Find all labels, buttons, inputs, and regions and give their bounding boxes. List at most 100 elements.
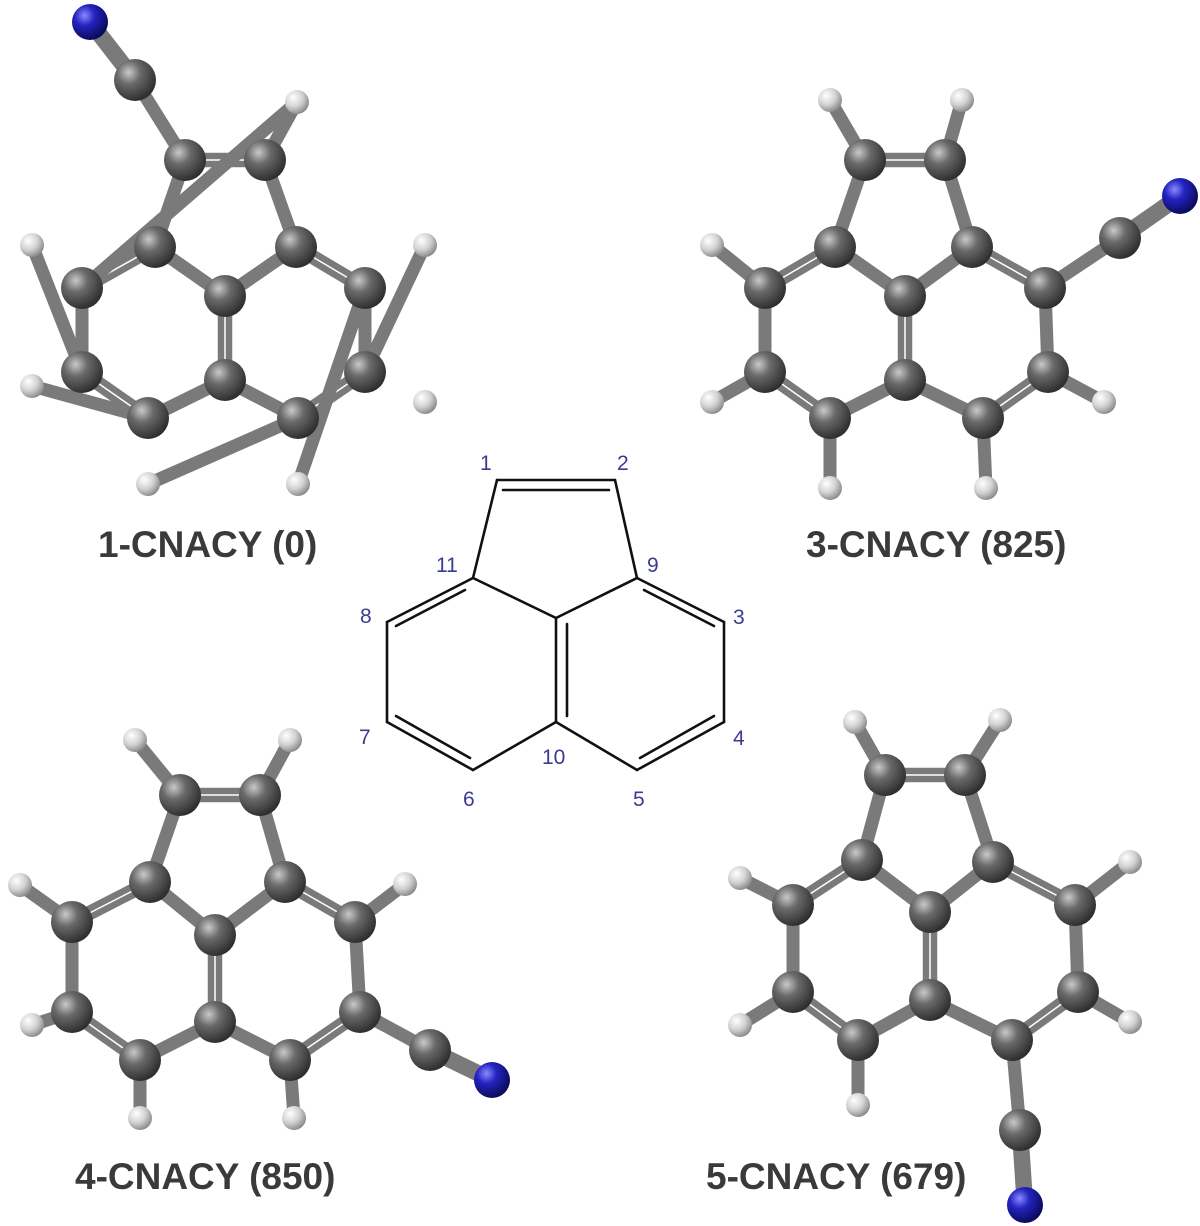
nitrogen-atom — [474, 1062, 510, 1098]
carbon-atom — [409, 1029, 451, 1071]
carbon-atom — [269, 1039, 311, 1081]
hydrogen-atom — [988, 708, 1012, 732]
hydrogen-atom — [950, 88, 974, 112]
bond — [75, 95, 304, 295]
hydrogen-atom — [136, 472, 160, 496]
carbon-atom — [194, 1001, 236, 1043]
carbon-atom — [972, 841, 1014, 883]
carbon-atom — [1099, 217, 1141, 259]
carbon-atom — [194, 914, 236, 956]
molecule-1-cnacy — [20, 4, 437, 496]
atom-number-10: 10 — [542, 746, 565, 769]
hydrogen-atom — [974, 476, 998, 500]
carbon-atom — [814, 226, 856, 268]
bond — [141, 411, 305, 491]
hydrogen-atom — [728, 866, 752, 890]
carbon-atom — [129, 861, 171, 903]
molecule-4-cnacy — [8, 728, 510, 1130]
hydrogen-atom — [843, 710, 867, 734]
carbon-atom — [275, 226, 317, 268]
carbon-atom — [991, 1019, 1033, 1061]
atom-number-4: 4 — [733, 727, 745, 750]
carbon-atom — [334, 901, 376, 943]
carbon-atom — [924, 139, 966, 181]
carbon-atom — [134, 226, 176, 268]
nitrogen-atom — [72, 4, 108, 40]
carbon-atom — [1054, 884, 1096, 926]
carbon-atom — [244, 139, 286, 181]
carbon-atom — [909, 891, 951, 933]
carbon-atom — [841, 839, 883, 881]
bond — [25, 238, 89, 379]
atom-number-3: 3 — [733, 606, 745, 629]
hydrogen-atom — [20, 233, 44, 257]
hydrogen-atom — [818, 88, 842, 112]
hydrogen-atom — [128, 1106, 152, 1130]
carbon-atom — [127, 397, 169, 439]
nitrogen-atom — [1162, 178, 1198, 214]
hydrogen-atom — [1092, 390, 1116, 414]
carbon-atom — [339, 991, 381, 1033]
carbon-atom — [744, 267, 786, 309]
carbon-atom — [61, 351, 103, 393]
carbon-atom — [239, 774, 281, 816]
hydrogen-atom — [278, 728, 302, 752]
carbon-atom — [1027, 351, 1069, 393]
molecule-3-cnacy — [700, 88, 1198, 500]
carbon-atom — [204, 275, 246, 317]
hydrogen-atom — [700, 233, 724, 257]
carbon-atom — [61, 267, 103, 309]
bond — [358, 238, 432, 379]
label-5-cnacy: 5-CNACY (679) — [706, 1156, 966, 1197]
carbon-atom — [962, 397, 1004, 439]
bond — [291, 281, 372, 491]
atom-number-11: 11 — [436, 554, 458, 577]
hydrogen-atom — [728, 1013, 752, 1037]
carbon-atom — [884, 359, 926, 401]
carbon-atom — [864, 754, 906, 796]
carbon-atom — [159, 774, 201, 816]
carbon-atom — [164, 139, 206, 181]
label-3-cnacy: 3-CNACY (825) — [806, 524, 1066, 565]
hydrogen-atom — [286, 472, 310, 496]
carbon-atom — [744, 351, 786, 393]
nitrogen-atom — [1007, 1187, 1043, 1223]
carbon-atom — [344, 267, 386, 309]
hydrogen-atom — [846, 1093, 870, 1117]
label-1-cnacy: 1-CNACY (0) — [98, 524, 317, 565]
carbon-atom — [51, 901, 93, 943]
atom-number-6: 6 — [463, 788, 475, 811]
carbon-atom — [884, 275, 926, 317]
carbon-atom — [204, 359, 246, 401]
carbon-atom — [772, 971, 814, 1013]
hydrogen-atom — [700, 390, 724, 414]
atom-number-1: 1 — [480, 452, 492, 475]
atom-numbering: 1 2 3 4 5 6 7 8 9 10 11 — [359, 452, 745, 811]
hydrogen-atom — [282, 1106, 306, 1130]
hydrogen-atom — [413, 233, 437, 257]
hydrogen-atom — [8, 873, 32, 897]
atom-number-8: 8 — [360, 605, 372, 628]
carbon-atom — [1057, 971, 1099, 1013]
carbon-atom — [51, 991, 93, 1033]
carbon-atom — [837, 1019, 879, 1061]
carbon-atom — [809, 397, 851, 439]
carbon-atom — [909, 979, 951, 1021]
molecule-5-cnacy — [728, 708, 1142, 1223]
atom-number-5: 5 — [633, 788, 645, 811]
carbon-atom — [772, 884, 814, 926]
carbon-atom — [844, 139, 886, 181]
carbon-atom — [277, 397, 319, 439]
acenaphthylene-skeletal-formula — [385, 478, 726, 772]
hydrogen-atom — [1118, 1010, 1142, 1034]
hydrogen-atom — [818, 476, 842, 500]
carbon-atom — [114, 59, 156, 101]
label-4-cnacy: 4-CNACY (850) — [75, 1156, 335, 1197]
hydrogen-atom — [1118, 850, 1142, 874]
carbon-atom — [944, 754, 986, 796]
carbon-atom — [1024, 267, 1066, 309]
atom-number-9: 9 — [647, 554, 659, 577]
carbon-atom — [264, 861, 306, 903]
carbon-atom — [999, 1109, 1041, 1151]
